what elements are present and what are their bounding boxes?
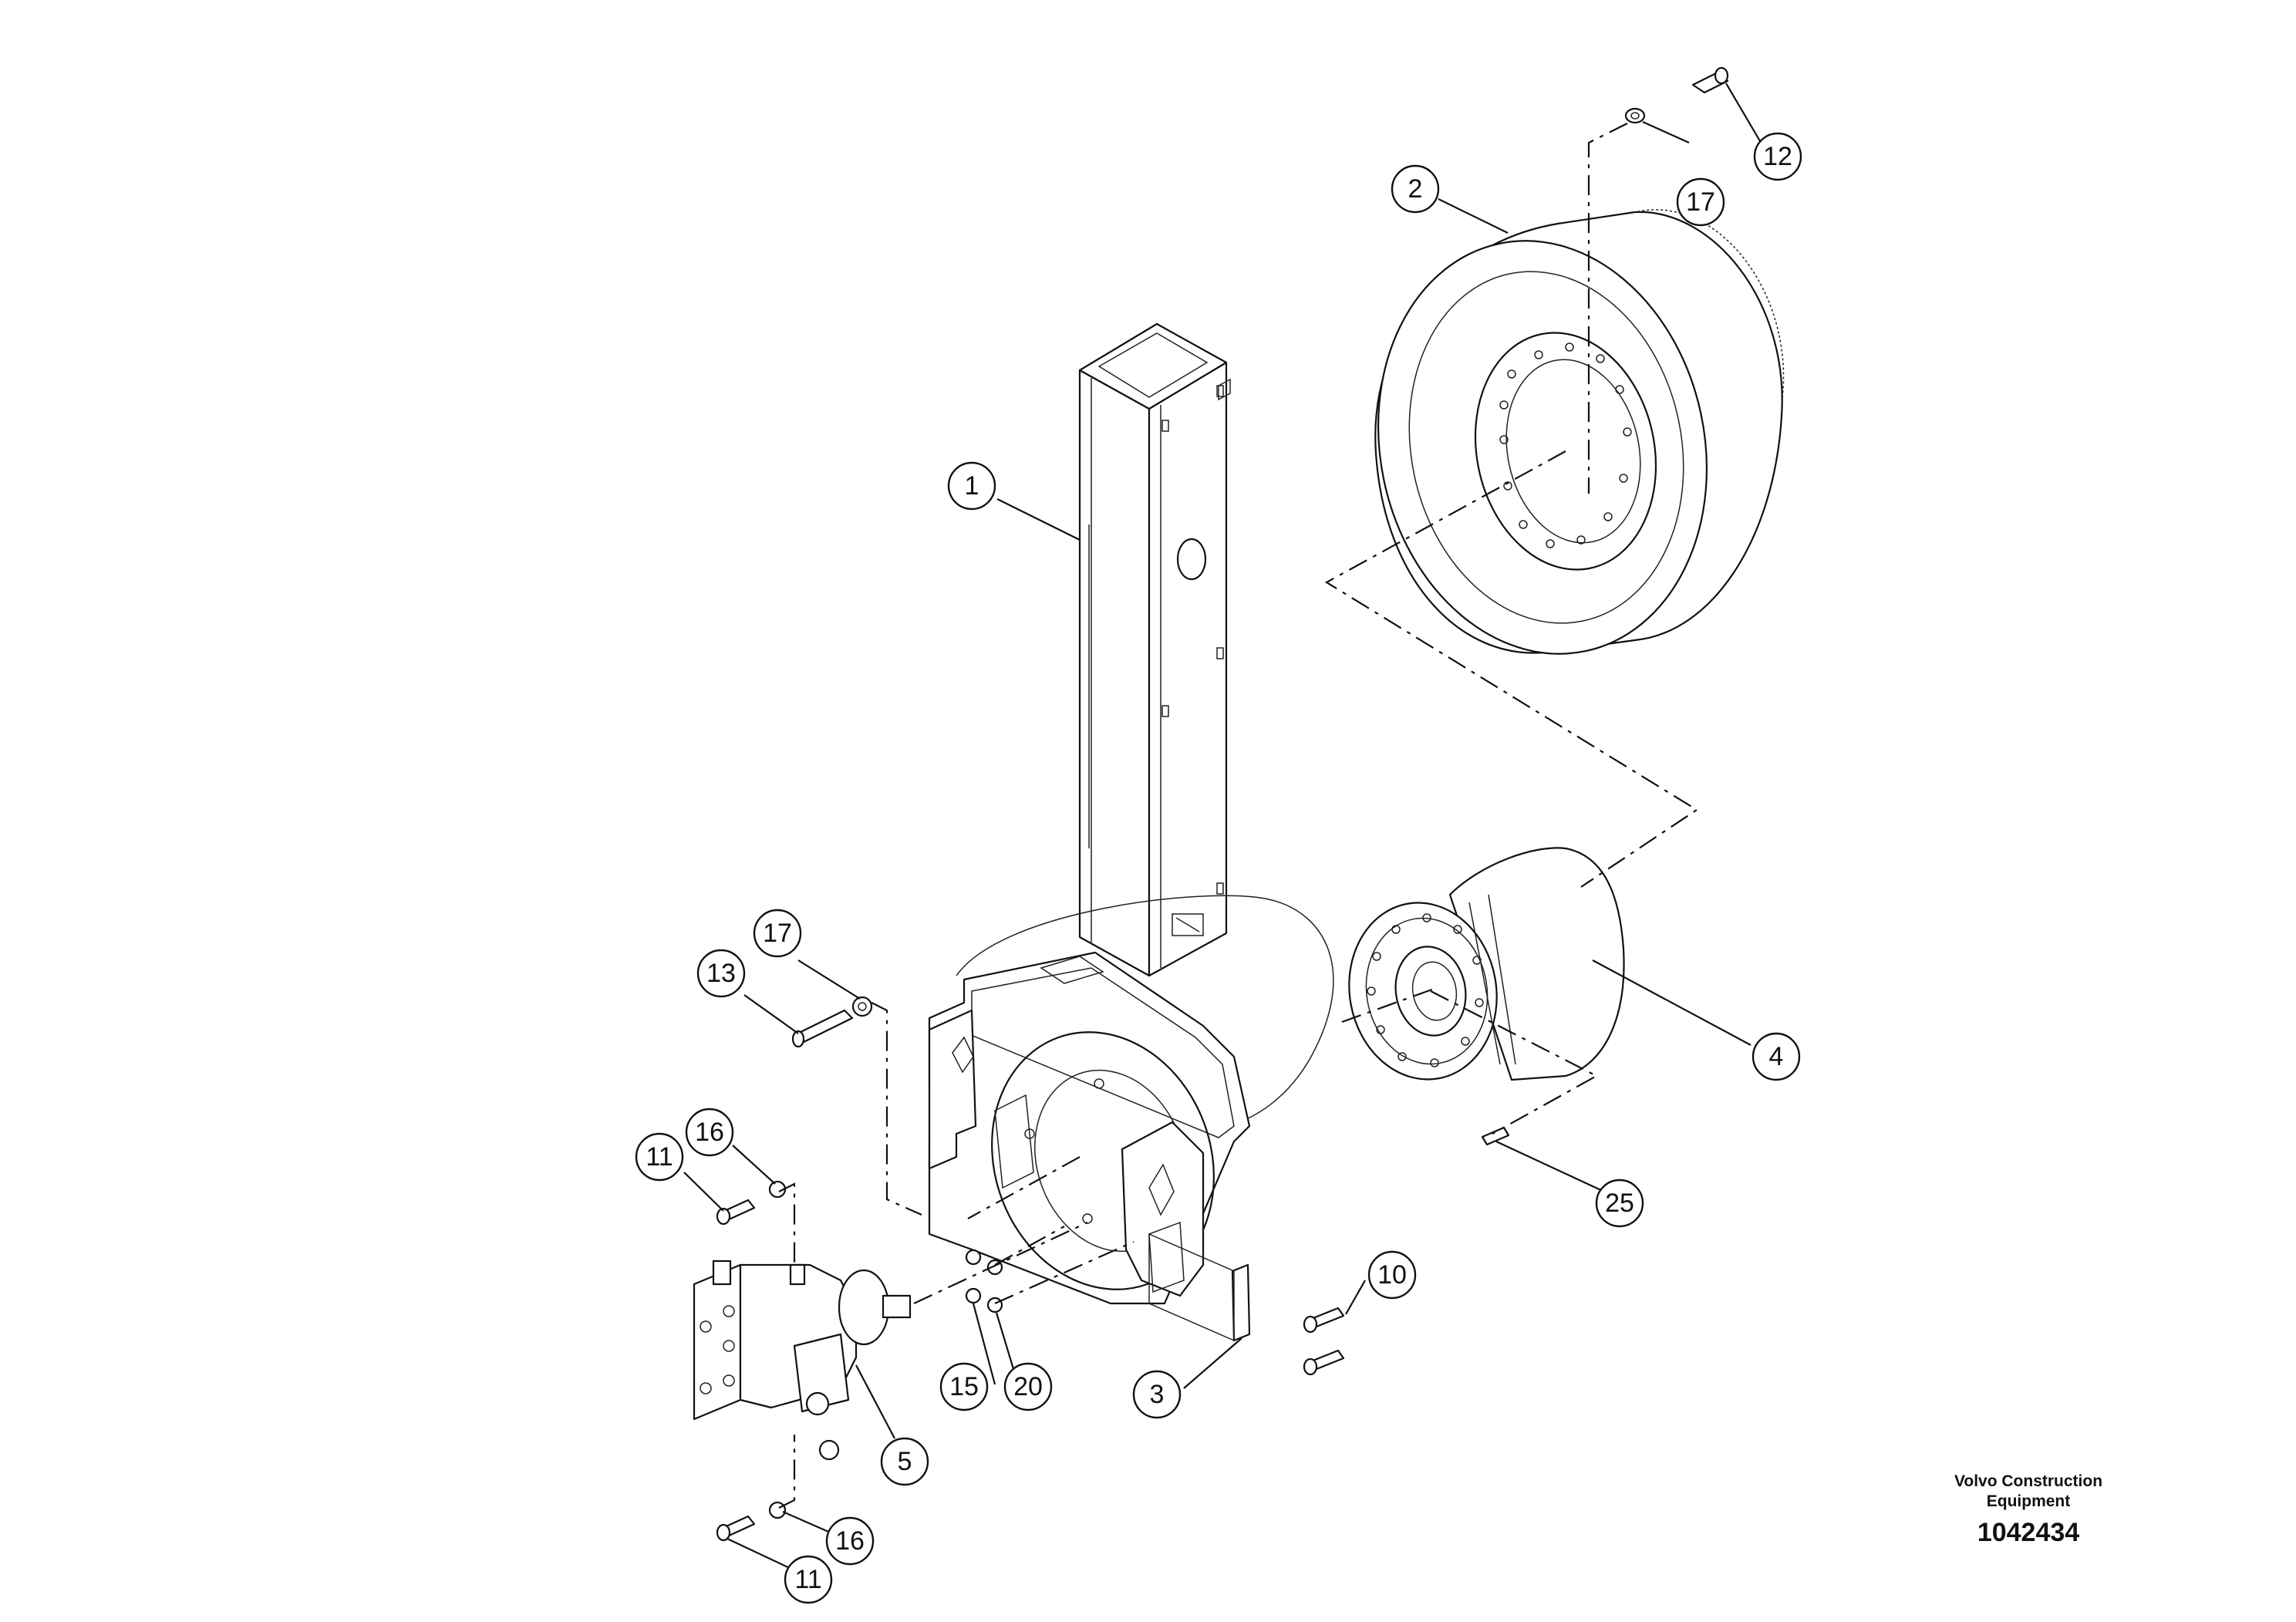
part-4-hub bbox=[1348, 847, 1625, 1081]
callout-16-bottom: 16 bbox=[825, 1516, 875, 1566]
callout-10-label: 10 bbox=[1377, 1260, 1407, 1290]
callout-10: 10 bbox=[1367, 1250, 1417, 1300]
part-1-fork-leg bbox=[928, 322, 1334, 1305]
callout-1-label: 1 bbox=[965, 471, 979, 501]
callout-3: 3 bbox=[1132, 1370, 1182, 1419]
fasteners bbox=[716, 66, 1729, 1542]
callout-15-label: 15 bbox=[949, 1372, 979, 1401]
callout-3-label: 3 bbox=[1150, 1380, 1165, 1409]
logo-line-2: Equipment bbox=[1986, 1492, 2071, 1510]
callout-2-label: 2 bbox=[1408, 174, 1423, 204]
volvo-logo-block: Volvo Construction Equipment 1042434 bbox=[1905, 1472, 2152, 1548]
callout-16-top-label: 16 bbox=[695, 1118, 724, 1147]
callout-17-bottom-label: 17 bbox=[763, 919, 792, 948]
part-3-bracket bbox=[1148, 1233, 1251, 1342]
callout-12-label: 12 bbox=[1763, 142, 1792, 171]
callout-16-top: 16 bbox=[685, 1108, 734, 1157]
callout-17-top-label: 17 bbox=[1686, 187, 1715, 217]
callout-11-top-label: 11 bbox=[646, 1142, 673, 1172]
callout-11-top: 11 bbox=[635, 1132, 684, 1182]
callout-17-top: 17 bbox=[1676, 177, 1725, 227]
callout-4-label: 4 bbox=[1769, 1042, 1784, 1071]
assembly-lines bbox=[778, 123, 1699, 1509]
callout-25-label: 25 bbox=[1605, 1189, 1634, 1218]
callout-25: 25 bbox=[1595, 1179, 1644, 1228]
part-5-motor bbox=[693, 1259, 912, 1461]
callout-4: 4 bbox=[1752, 1032, 1801, 1081]
part-2-wheel bbox=[1374, 209, 1785, 655]
callout-15: 15 bbox=[939, 1362, 989, 1411]
callout-2: 2 bbox=[1391, 164, 1440, 214]
callout-5-label: 5 bbox=[898, 1447, 912, 1476]
drawing-number: 1042434 bbox=[1977, 1518, 2080, 1547]
callout-16-bottom-label: 16 bbox=[835, 1526, 865, 1556]
callout-20: 20 bbox=[1003, 1362, 1053, 1411]
callout-20-label: 20 bbox=[1013, 1372, 1043, 1401]
callout-13-label: 13 bbox=[706, 959, 736, 988]
callout-11-bottom: 11 bbox=[784, 1555, 833, 1604]
callout-13: 13 bbox=[696, 949, 746, 998]
callout-11-bottom-label: 11 bbox=[794, 1565, 821, 1594]
callout-17-bottom: 17 bbox=[753, 909, 802, 958]
leader-lines bbox=[683, 83, 1763, 1576]
callout-5: 5 bbox=[880, 1437, 929, 1486]
callout-12: 12 bbox=[1753, 132, 1802, 181]
callout-1: 1 bbox=[947, 461, 996, 511]
logo-line-1: Volvo Construction bbox=[1954, 1472, 2103, 1490]
